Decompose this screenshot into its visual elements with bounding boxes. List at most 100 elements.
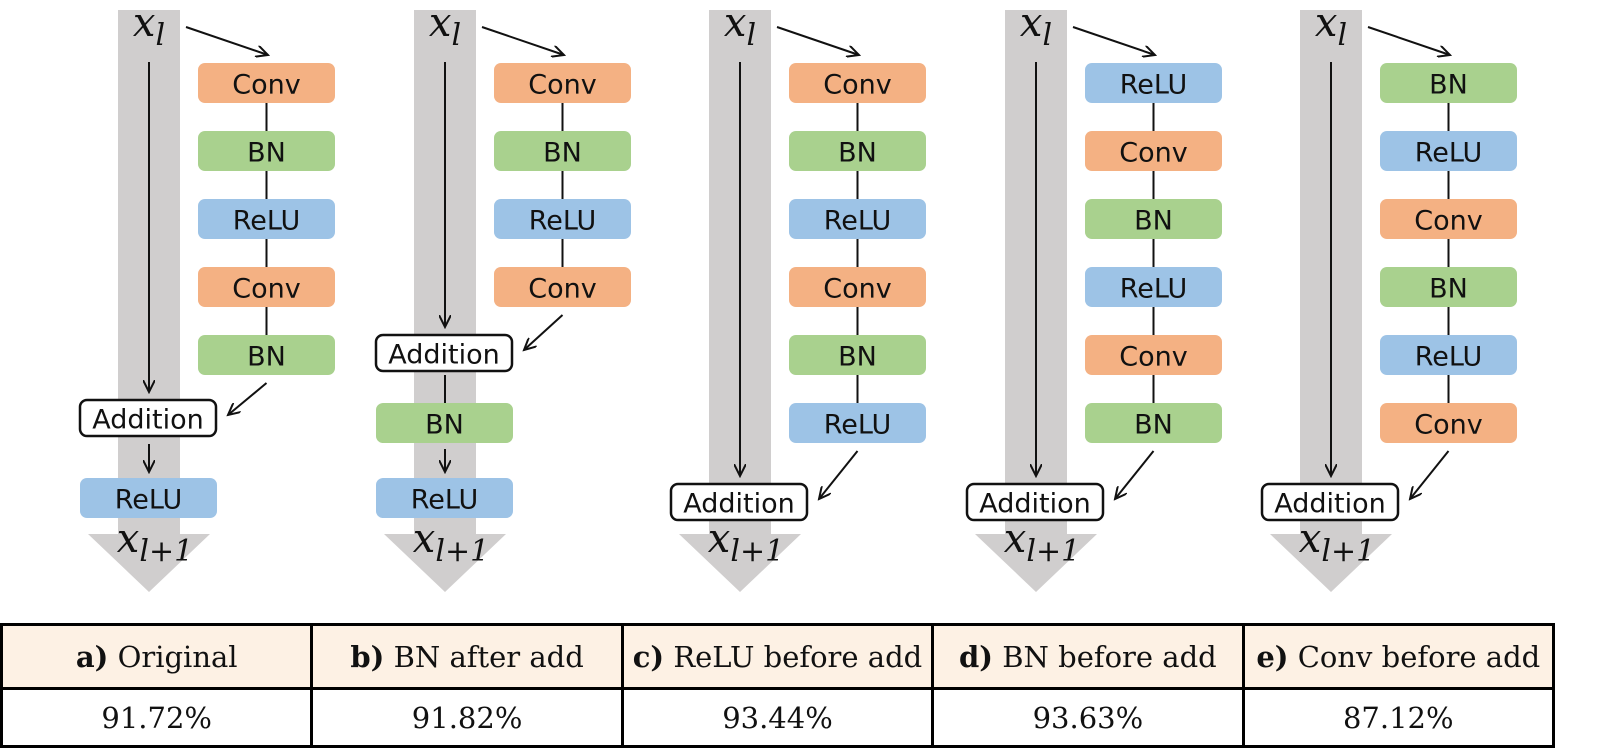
block-bn [198, 131, 335, 171]
block-bn [1380, 63, 1517, 103]
block-relu [1085, 63, 1222, 103]
block-label: Conv [232, 70, 300, 101]
variant-a-header: a) Original [0, 623, 314, 690]
results-accuracy-row: 91.72% 91.82% 93.44% 93.63% 87.12% [0, 687, 1556, 748]
variant-c-name: ReLU before add [673, 639, 923, 674]
block-relu [80, 478, 217, 518]
block-label: Conv [1119, 342, 1187, 373]
addition-box [669, 482, 809, 522]
branch-exit-arrow [228, 382, 268, 415]
block-conv [1085, 131, 1222, 171]
block-conv [198, 63, 335, 103]
branch-exit-arrow [1410, 450, 1450, 499]
variant-d-name: BN before add [1002, 639, 1217, 674]
block-label: ReLU [1120, 70, 1188, 101]
block-relu [198, 199, 335, 239]
residual-block-diagram: xlxl+1ConvBNReLUConvBNAdditionReLUxlxl+1… [78, 0, 1517, 592]
input-symbol: xl [724, 0, 756, 53]
block-label: Conv [823, 274, 891, 305]
variant-c-header: c) ReLU before add [620, 623, 935, 690]
branch-exit-arrow [819, 450, 859, 499]
block-relu [494, 199, 631, 239]
addition-label: Addition [979, 489, 1091, 520]
addition-label: Addition [683, 489, 795, 520]
block-relu [1085, 267, 1222, 307]
block-label: BN [1429, 274, 1468, 305]
addition-label: Addition [388, 340, 500, 371]
input-symbol: xl [133, 0, 165, 53]
branch-entry-arrow [481, 26, 564, 55]
block-bn [789, 335, 926, 375]
block-label: BN [1134, 206, 1173, 237]
block-relu [376, 478, 513, 518]
block-label: BN [247, 138, 286, 169]
output-symbol: xl+1 [1299, 516, 1375, 569]
block-label: Conv [528, 70, 596, 101]
variant-e-label: e) [1256, 639, 1289, 674]
block-label: Conv [1414, 410, 1482, 441]
block-label: ReLU [824, 410, 892, 441]
block-label: Conv [1119, 138, 1187, 169]
variant-a-label: a) [75, 639, 109, 674]
block-label: ReLU [824, 206, 892, 237]
block-label: BN [1134, 410, 1173, 441]
output-symbol: xl+1 [413, 516, 489, 569]
variant-d-accuracy: 93.63% [931, 687, 1245, 748]
block-conv [494, 267, 631, 307]
output-symbol: xl+1 [1004, 516, 1080, 569]
block-conv [789, 267, 926, 307]
branch-entry-arrow [1367, 26, 1450, 55]
variant-b-label: b) [350, 639, 385, 674]
block-relu [789, 199, 926, 239]
block-label: BN [425, 410, 464, 441]
addition-box [965, 482, 1105, 522]
block-label: BN [1429, 70, 1468, 101]
block-relu [1380, 335, 1517, 375]
results-table: a) Original b) BN after add c) ReLU befo… [0, 623, 1556, 748]
addition-box [374, 333, 514, 373]
block-label: BN [838, 342, 877, 373]
block-conv [494, 63, 631, 103]
block-label: ReLU [115, 485, 183, 516]
block-relu [789, 403, 926, 443]
branch-exit-arrow [1115, 450, 1155, 499]
input-symbol: xl [1020, 0, 1052, 53]
block-label: Conv [528, 274, 596, 305]
block-bn [494, 131, 631, 171]
block-bn [1380, 267, 1517, 307]
block-conv [1380, 199, 1517, 239]
block-bn [1085, 199, 1222, 239]
block-relu [1380, 131, 1517, 171]
block-label: ReLU [1415, 138, 1483, 169]
variant-c-accuracy: 93.44% [620, 687, 935, 748]
output-symbol: xl+1 [708, 516, 784, 569]
block-bn [198, 335, 335, 375]
addition-label: Addition [92, 405, 204, 436]
block-conv [198, 267, 335, 307]
variant-a-accuracy: 91.72% [0, 687, 314, 748]
input-symbol: xl [1315, 0, 1347, 53]
variant-c-label: c) [632, 639, 665, 674]
variant-e-accuracy: 87.12% [1241, 687, 1556, 748]
block-label: Conv [232, 274, 300, 305]
block-conv [789, 63, 926, 103]
block-bn [1085, 403, 1222, 443]
variant-d-header: d) BN before add [931, 623, 1245, 690]
branch-exit-arrow [524, 314, 564, 350]
input-symbol: xl [429, 0, 461, 53]
block-label: BN [247, 342, 286, 373]
variant-d-label: d) [959, 639, 994, 674]
block-bn [376, 403, 513, 443]
block-label: ReLU [233, 206, 301, 237]
block-label: BN [543, 138, 582, 169]
block-label: Conv [823, 70, 891, 101]
block-conv [1380, 403, 1517, 443]
block-label: ReLU [411, 485, 479, 516]
variant-b-accuracy: 91.82% [310, 687, 624, 748]
block-label: Conv [1414, 206, 1482, 237]
variant-b-name: BN after add [393, 639, 584, 674]
